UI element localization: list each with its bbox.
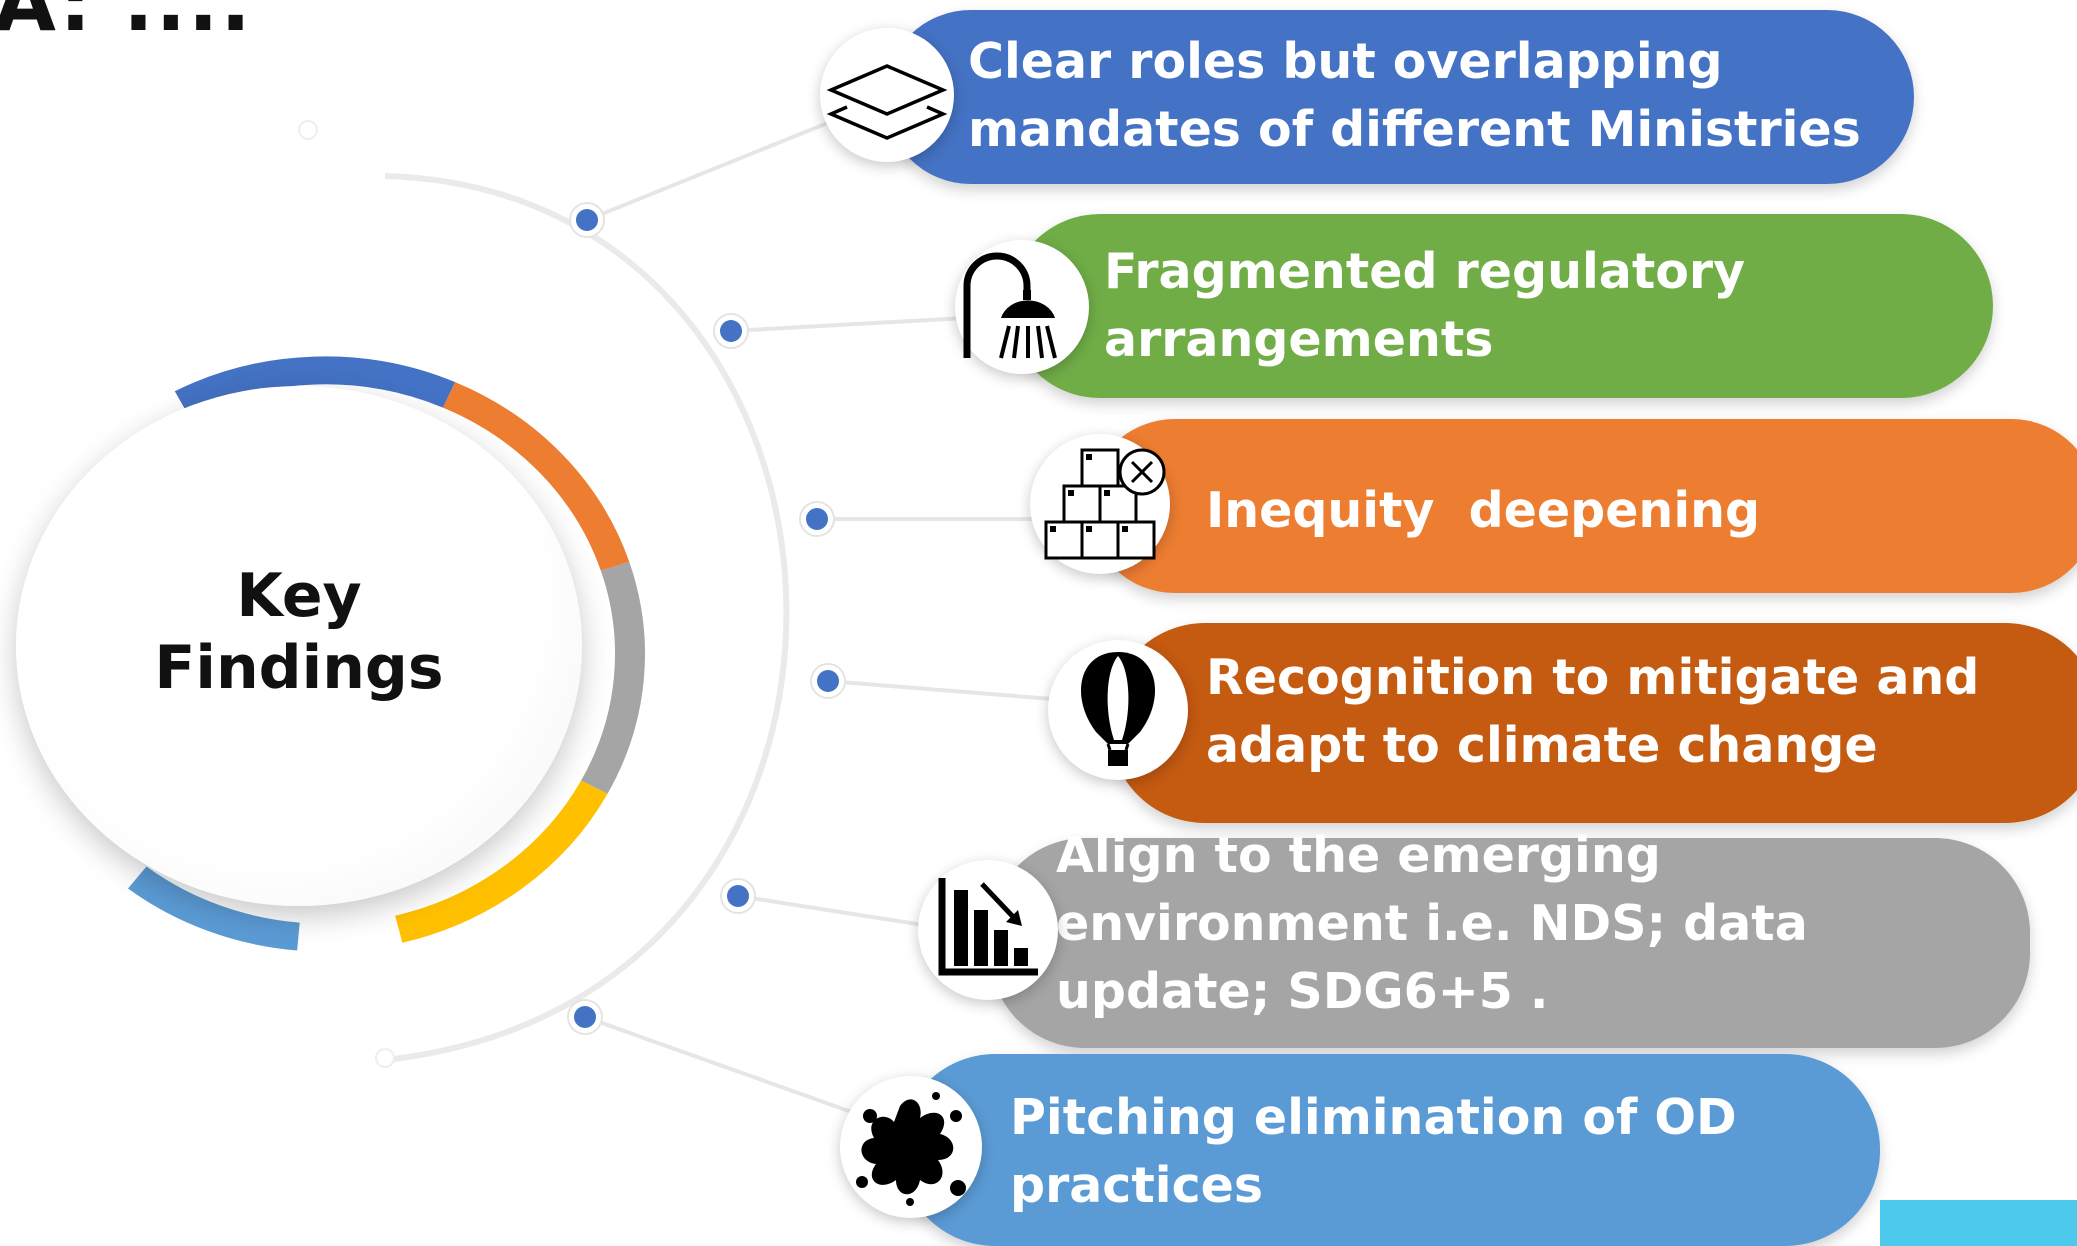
ring-segment-orange [442,382,630,571]
shower-icon [963,252,1057,359]
finding-pill-6 [900,1054,1880,1246]
decor-dot [375,1048,395,1068]
slide-title-fragment: A: .... [0,0,253,49]
hub-circle [16,386,582,906]
decor-dot [298,120,318,140]
finding-text-1: Clear roles but overlapping mandates of … [968,33,1861,158]
finding-icon-disc-2 [955,240,1089,374]
connector-dot [720,878,756,914]
connector-line [827,679,1066,702]
connector-dot [799,501,835,537]
finding-icon-disc-1 [820,28,954,162]
finding-text-3: Inequity deepening [1206,482,1761,539]
corner-accent-bar [1880,1200,2077,1246]
connector-dot [810,663,846,699]
finding-icon-disc-6 [840,1076,982,1218]
connector-dot [567,999,603,1035]
ring-segment-blue [174,356,456,416]
finding-pill-5 [990,838,2030,1048]
ring-segment-lightblue [127,866,300,951]
hot-air-balloon-icon [1080,652,1156,766]
ring-segment-gray [581,562,645,794]
ink-splat-icon [856,1092,966,1206]
ring-segment-yellow [395,780,608,943]
declining-chart-icon [938,878,1038,976]
finding-icon-disc-3 [1030,434,1170,574]
finding-text-6: Pitching elimination of OD practices [1010,1089,1737,1214]
finding-text-5: Align to the emerging environment i.e. N… [1056,827,1808,1020]
finding-pill-1 [884,10,1914,184]
connector-dot [713,313,749,349]
finding-icon-disc-5 [918,860,1058,1000]
finding-icon-disc-4 [1048,640,1188,780]
stacked-layers-icon [826,64,948,140]
finding-text-2: Fragmented regulatory arrangements [1104,243,1746,368]
finding-pill-3 [1088,419,2077,593]
finding-text-4: Recognition to mitigate and adapt to cli… [1206,649,1980,774]
connector-dot [569,202,605,238]
finding-pill-2 [1008,214,1993,398]
connector-line [586,120,831,222]
stacked-boxes-cancel-icon [1044,448,1166,560]
hub-title: Key Findings [154,561,444,703]
connector-line [584,1015,861,1117]
connector-line [730,316,966,333]
finding-pill-4 [1110,623,2077,823]
